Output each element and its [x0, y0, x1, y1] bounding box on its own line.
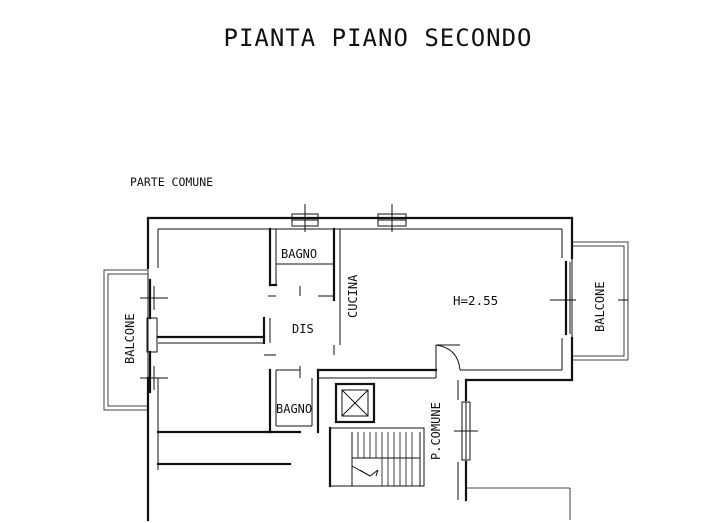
windows [291, 204, 478, 461]
balcony-left [103, 269, 168, 411]
label-balcone-left: BALCONE [123, 313, 137, 364]
balcony-right [550, 241, 629, 361]
label-bagno-bottom: BAGNO [276, 402, 312, 416]
interior-walls [156, 227, 461, 434]
label-p-comune: P.COMUNE [429, 402, 443, 460]
label-parte-comune: PARTE COMUNE [130, 175, 213, 189]
label-height: H=2.55 [453, 293, 498, 308]
plan-title: PIANTA PIANO SECONDO [224, 24, 533, 52]
staircase [328, 426, 425, 488]
outer-walls [146, 216, 574, 522]
label-dis: DIS [292, 322, 314, 336]
lift-shaft [334, 382, 376, 424]
label-cucina: CUCINA [346, 274, 360, 318]
label-balcone-right: BALCONE [593, 281, 607, 332]
label-bagno-top: BAGNO [281, 247, 317, 261]
